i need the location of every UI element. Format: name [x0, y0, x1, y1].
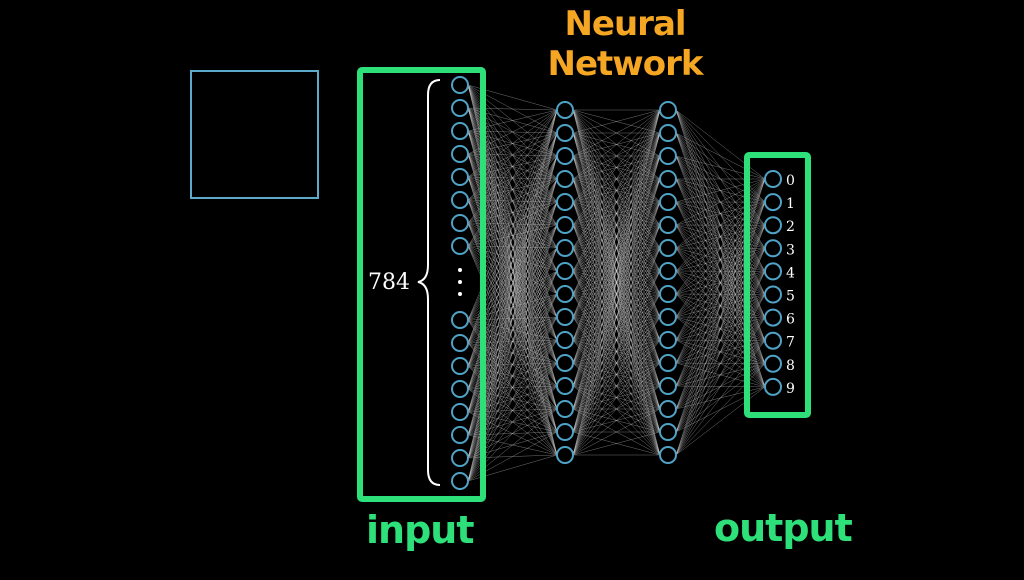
- input-neuron: [452, 77, 468, 93]
- hidden1-neuron: [557, 148, 573, 164]
- hidden1-neuron: [557, 194, 573, 210]
- input-neuron: [452, 192, 468, 208]
- hidden1-neuron: [557, 332, 573, 348]
- hidden2-neuron: [660, 194, 676, 210]
- hidden1-neuron: [557, 309, 573, 325]
- input-neuron: [452, 473, 468, 489]
- hidden2-neuron: [660, 309, 676, 325]
- output-label: output: [714, 506, 852, 550]
- output-digit-label: 0: [786, 173, 795, 189]
- input-neuron: [452, 100, 468, 116]
- hidden1-neuron: [557, 378, 573, 394]
- hidden2-neuron: [660, 217, 676, 233]
- hidden1-neuron: [557, 424, 573, 440]
- hidden2-neuron: [660, 355, 676, 371]
- hidden1-neuron: [557, 240, 573, 256]
- input-neuron: [452, 381, 468, 397]
- output-neuron: [765, 217, 781, 233]
- title-line-1: Neural: [500, 4, 750, 44]
- hidden2-neuron: [660, 102, 676, 118]
- output-digit-label: 7: [786, 335, 795, 351]
- output-digit-labels: 0 1 2 3 4 5 6 7 8 9: [786, 173, 795, 397]
- output-neuron: [765, 310, 781, 326]
- output-digit-label: 5: [786, 289, 795, 305]
- output-neuron: [765, 287, 781, 303]
- input-neuron: [452, 123, 468, 139]
- output-digit-label: 1: [786, 196, 795, 212]
- input-neuron: [452, 450, 468, 466]
- input-neuron: [452, 427, 468, 443]
- output-neuron: [765, 171, 781, 187]
- hidden2-neuron: [660, 240, 676, 256]
- input-image-box: [191, 71, 318, 198]
- hidden2-neuron: [660, 148, 676, 164]
- output-digit-label: 4: [786, 265, 795, 281]
- hidden1-neuron: [557, 263, 573, 279]
- hidden2-neuron: [660, 332, 676, 348]
- input-neuron: [452, 358, 468, 374]
- hidden2-neuron: [660, 263, 676, 279]
- hidden1-neuron: [557, 102, 573, 118]
- hidden1-neuron: [557, 355, 573, 371]
- input-neuron: [452, 312, 468, 328]
- ellipsis-dots: [458, 268, 462, 296]
- hidden2-neuron: [660, 125, 676, 141]
- hidden1-neuron: [557, 171, 573, 187]
- input-neuron: [452, 238, 468, 254]
- output-neuron: [765, 356, 781, 372]
- input-neuron: [452, 215, 468, 231]
- input-brace: [418, 80, 440, 485]
- output-neuron: [765, 263, 781, 279]
- input-neuron: [452, 146, 468, 162]
- output-neuron: [765, 333, 781, 349]
- hidden2-neuron: [660, 286, 676, 302]
- output-digit-label: 8: [786, 358, 795, 374]
- output-digit-label: 6: [786, 312, 795, 328]
- output-digit-label: 9: [786, 381, 795, 397]
- input-neuron: [452, 404, 468, 420]
- hidden1-neuron: [557, 401, 573, 417]
- hidden2-neuron: [660, 401, 676, 417]
- output-neuron: [765, 240, 781, 256]
- hidden1-neuron: [557, 447, 573, 463]
- output-neuron: [765, 379, 781, 395]
- input-neuron: [452, 169, 468, 185]
- hidden2-neuron: [660, 378, 676, 394]
- hidden1-neuron: [557, 125, 573, 141]
- output-neuron: [765, 194, 781, 210]
- output-digit-label: 2: [786, 219, 795, 235]
- network-connections: [468, 85, 765, 481]
- output-digit-label: 3: [786, 242, 795, 258]
- title-line-2: Network: [500, 44, 750, 84]
- hidden2-neuron: [660, 447, 676, 463]
- input-count-label: 784: [368, 270, 410, 295]
- hidden2-neuron: [660, 171, 676, 187]
- hidden1-neuron: [557, 286, 573, 302]
- page-title: Neural Network: [500, 4, 750, 84]
- hidden2-neuron: [660, 424, 676, 440]
- hidden1-neuron: [557, 217, 573, 233]
- input-neuron: [452, 335, 468, 351]
- input-label: input: [366, 508, 474, 552]
